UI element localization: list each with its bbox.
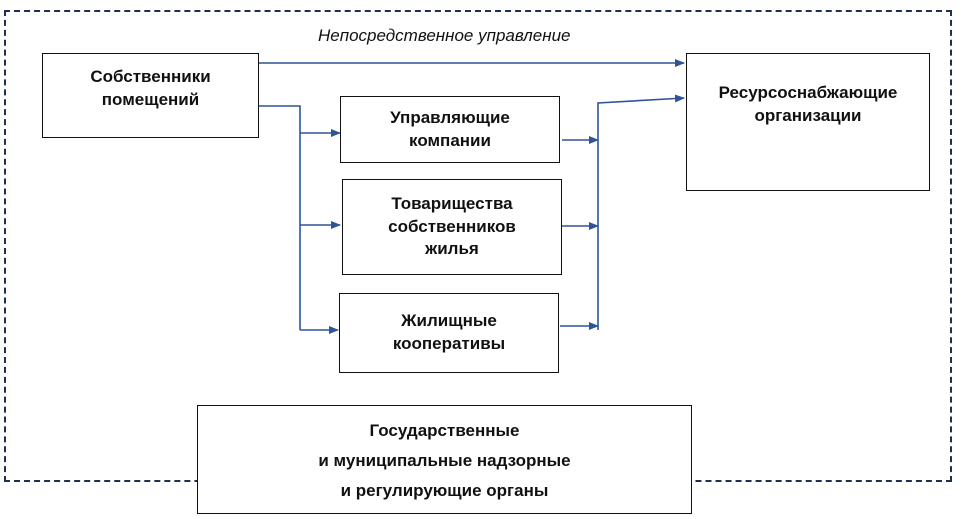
housing-coops-box: Жилищные кооперативы [339,293,559,373]
owners-bus [259,105,301,330]
owners-box: Собственники помещений [42,53,259,138]
resource-organizations-box: Ресурсоснабжающие организации [686,53,930,191]
resource-bus [597,94,685,330]
management-companies-box: Управляющие компании [340,96,560,163]
hoa-box: Товарищества собственников жилья [342,179,562,275]
direct-management-label: Непосредственное управление [318,26,571,45]
state-authorities-box: Государственные и муниципальные надзорны… [197,405,692,514]
